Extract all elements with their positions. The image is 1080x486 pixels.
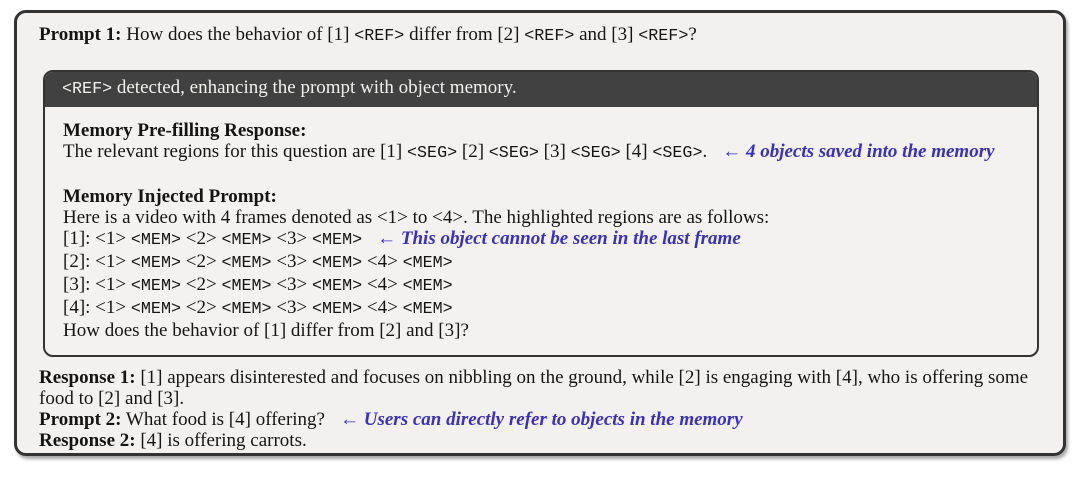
response-1-line: Response 1: [1] appears disinterested an…: [39, 367, 1029, 409]
memory-box: <REF> detected, enhancing the prompt wit…: [43, 70, 1039, 357]
mem-line-3: [3]: <1> <MEM> <2> <MEM> <3> <MEM> <4> <…: [63, 274, 453, 296]
mem-line-1: [1]: <1> <MEM> <2> <MEM> <3> <MEM>← This…: [63, 228, 741, 250]
memory-box-header: <REF> detected, enhancing the prompt wit…: [45, 72, 1037, 107]
prefill-heading: Memory Pre-filling Response:: [63, 120, 307, 141]
memory-box-body: Memory Pre-filling Response: The relevan…: [45, 107, 1037, 341]
mem-line-2: [2]: <1> <MEM> <2> <MEM> <3> <MEM> <4> <…: [63, 251, 453, 273]
prompt-2-line: Prompt 2: What food is [4] offering?← Us…: [39, 409, 743, 430]
injected-heading: Memory Injected Prompt:: [63, 186, 277, 207]
mem-line-4: [4]: <1> <MEM> <2> <MEM> <3> <MEM> <4> <…: [63, 297, 453, 319]
final-question-line: How does the behavior of [1] differ from…: [63, 320, 469, 341]
injected-intro-line: Here is a video with 4 frames denoted as…: [63, 207, 770, 228]
response-2-line: Response 2: [4] is offering carrots.: [39, 430, 307, 451]
dialogue-panel: Prompt 1: How does the behavior of [1] <…: [14, 10, 1066, 456]
prompt-1-line: Prompt 1: How does the behavior of [1] <…: [39, 24, 697, 46]
bottom-dialogue-block: Response 1: [1] appears disinterested an…: [17, 357, 1063, 451]
prefill-body-line: The relevant regions for this question a…: [63, 141, 995, 163]
